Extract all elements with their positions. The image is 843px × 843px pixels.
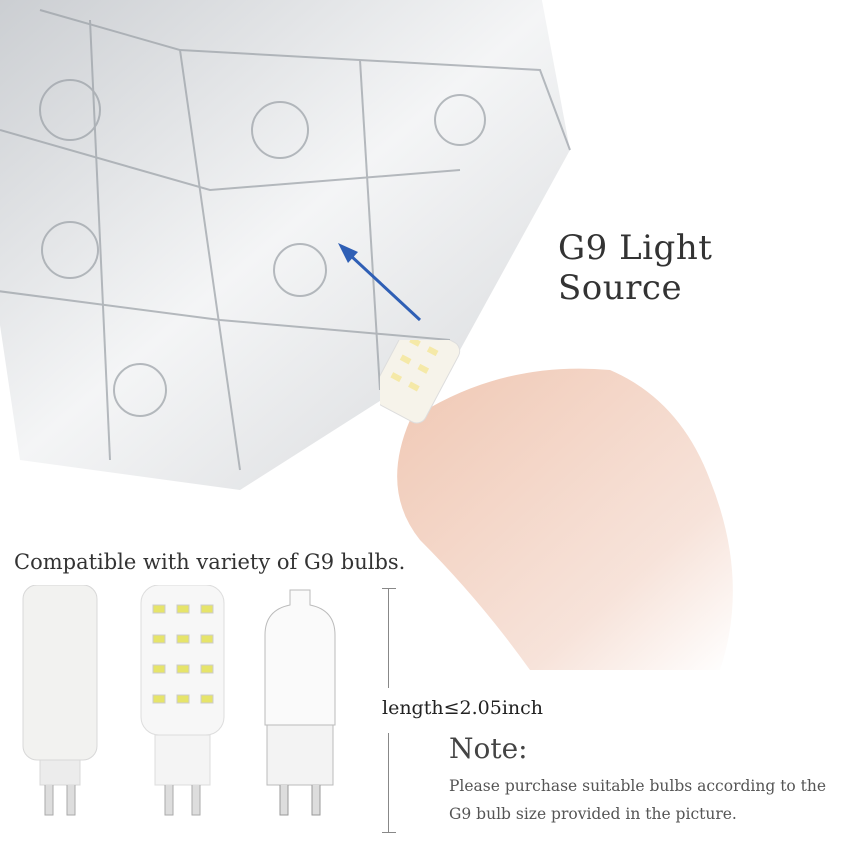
note-line-2: G9 bulb size provided in the picture. xyxy=(449,805,737,823)
insert-arrow-icon xyxy=(338,243,422,322)
dimension-tick-bottom xyxy=(382,832,396,833)
hand-holding-bulb-image xyxy=(380,340,733,670)
compatibility-caption: Compatible with variety of G9 bulbs. xyxy=(14,550,406,574)
length-label: length≤2.05inch xyxy=(382,697,544,719)
ceramic-led-bulb-image xyxy=(140,585,225,816)
headline: G9 Light Source xyxy=(558,228,713,308)
note-heading: Note: xyxy=(449,732,528,765)
dimension-line-top xyxy=(388,588,389,688)
dimension-tick-top xyxy=(382,588,396,589)
note-line-1: Please purchase suitable bulbs according… xyxy=(449,777,827,795)
halogen-bulb-image xyxy=(264,589,336,816)
dimension-line-bottom xyxy=(388,733,389,833)
frosted-led-bulb-image xyxy=(22,585,98,816)
